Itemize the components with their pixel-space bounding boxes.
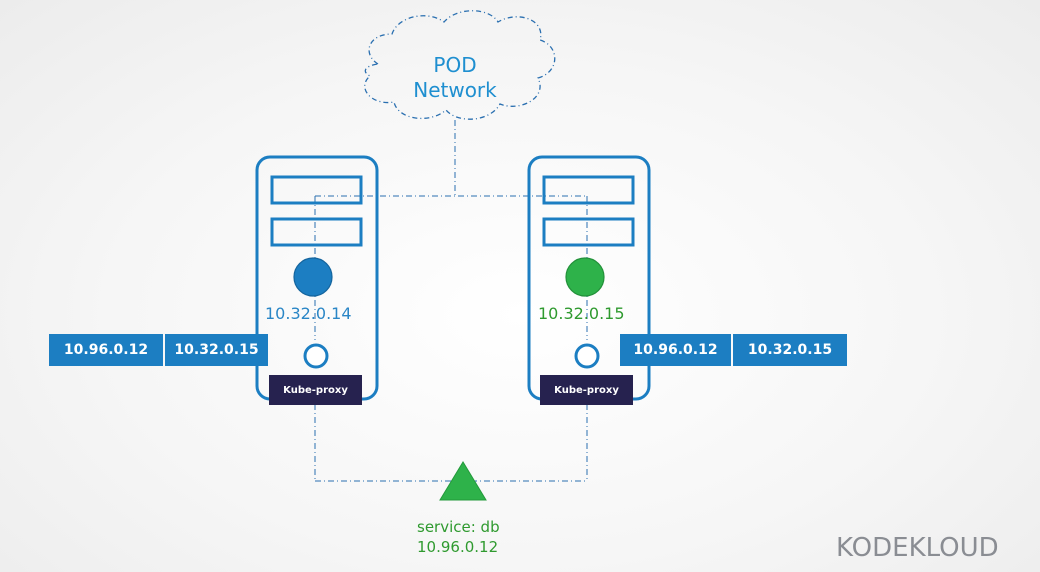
node-1-rule-pod-ip: 10.32.0.15 <box>165 334 268 366</box>
node-1 <box>255 155 379 401</box>
cloud-label-line2: Network <box>413 78 497 102</box>
logo-mid-brace: K <box>908 533 926 563</box>
kodekloud-logo: KODEKLOUD <box>836 533 999 563</box>
pod-1-circle <box>293 257 333 297</box>
node-1-rule-service-ip: 10.96.0.12 <box>49 334 163 366</box>
node-1-kube-proxy: Kube-proxy <box>269 375 362 405</box>
node-1-interface-icon <box>303 343 329 369</box>
node-2-bay-2 <box>542 217 635 247</box>
pod-network-cloud <box>364 10 556 120</box>
connection-lines <box>314 120 588 482</box>
service-label: service: db 10.96.0.12 <box>417 517 500 557</box>
pod-2-circle <box>565 257 605 297</box>
service-name: service: db <box>417 518 500 536</box>
node-2-rule-service-ip: 10.96.0.12 <box>620 334 731 366</box>
cloud-label: POD Network <box>412 53 498 103</box>
node-2-bay-1 <box>542 175 635 205</box>
node-1-bay-1 <box>270 175 363 205</box>
node-2 <box>527 155 651 401</box>
node-2-interface-icon <box>574 343 600 369</box>
logo-word-2: LOUD <box>925 533 999 563</box>
service-triangle-icon <box>439 461 487 501</box>
logo-left-brace: K <box>836 533 852 563</box>
pod-2-ip: 10.32.0.15 <box>538 304 625 323</box>
cloud-label-line1: POD <box>433 53 477 77</box>
node-2-kube-proxy: Kube-proxy <box>540 375 633 405</box>
service-ip: 10.96.0.12 <box>417 538 499 556</box>
node-2-rule-pod-ip: 10.32.0.15 <box>733 334 847 366</box>
logo-word-1: ODE <box>851 533 909 563</box>
node-1-bay-2 <box>270 217 363 247</box>
pod-1-ip: 10.32.0.14 <box>265 304 352 323</box>
